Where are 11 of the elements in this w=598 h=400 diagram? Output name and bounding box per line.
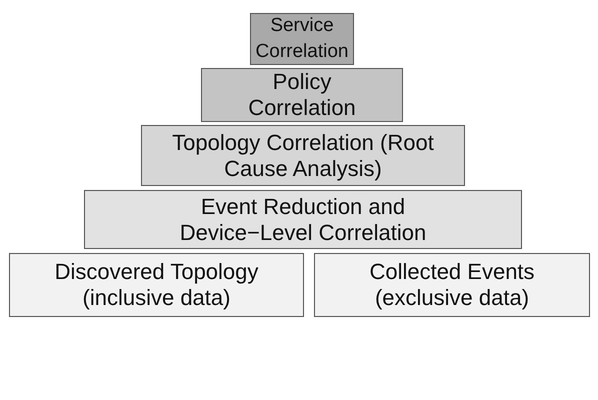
pyramid-level-box — [141, 125, 465, 186]
pyramid-level-box — [84, 190, 522, 249]
level-label: Topology Correlation (Root Cause Analysis) — [171, 130, 435, 182]
level-label: Discovered Topology (inclusive data) — [54, 259, 260, 311]
level-label: Event Reduction and Device−Level Correlation — [178, 194, 428, 246]
level-label: Service Correlation — [254, 14, 350, 64]
pyramid-level-box — [9, 253, 304, 317]
pyramid-level-box — [201, 68, 403, 122]
pyramid-level-box — [314, 253, 590, 317]
level-label: Collected Events (exclusive data) — [368, 259, 536, 311]
level-label: Policy Correlation — [247, 69, 357, 121]
